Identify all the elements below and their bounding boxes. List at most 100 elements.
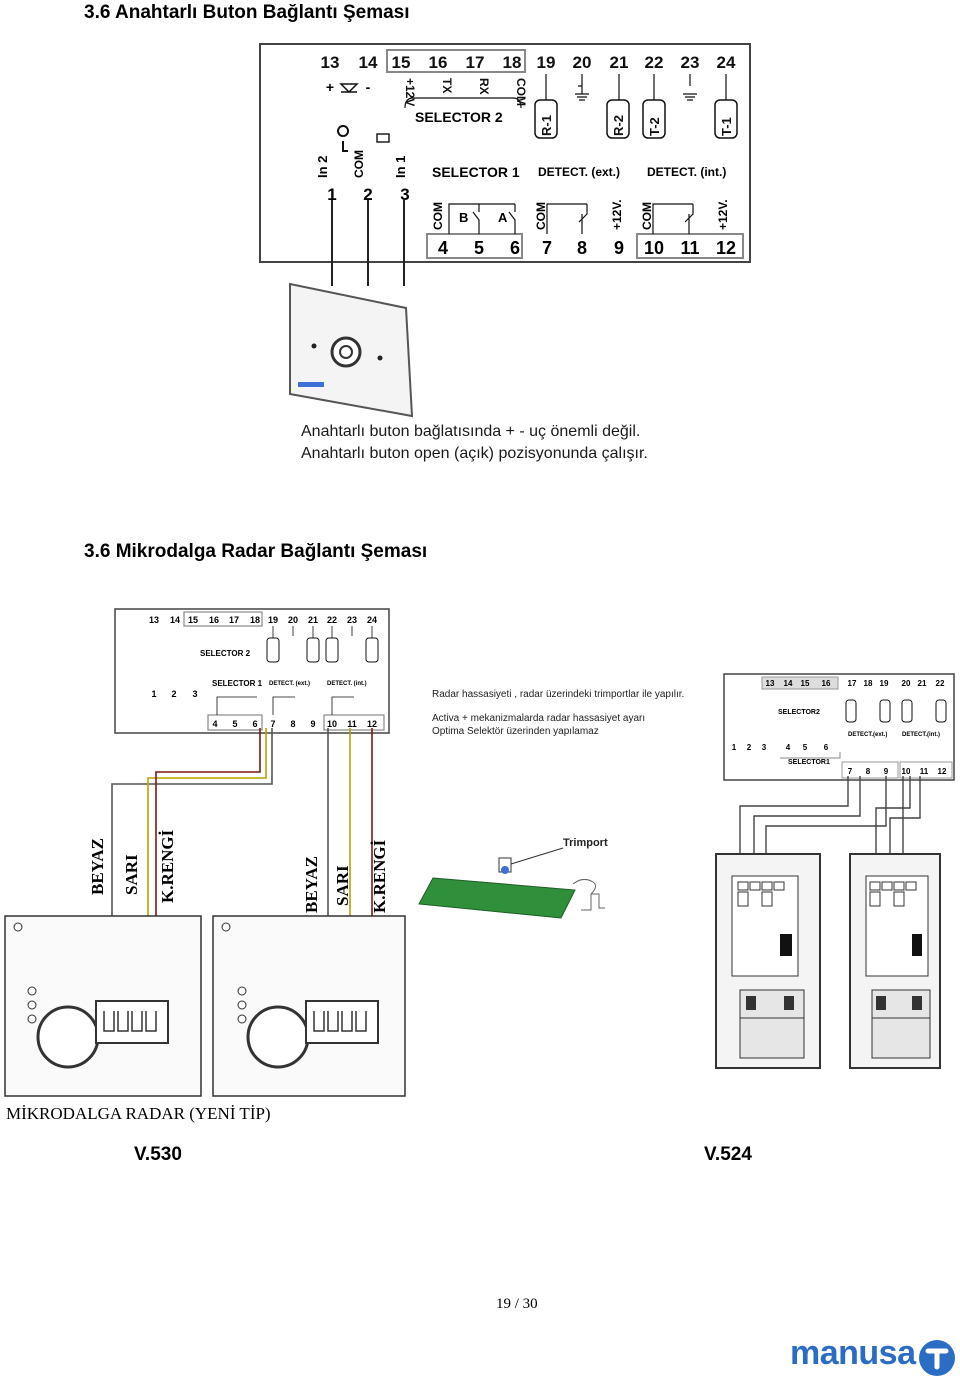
- relay-t1: T-1: [719, 117, 734, 136]
- label-tx: TX: [440, 78, 454, 93]
- radar-module-2: [212, 915, 406, 1097]
- v524-terminal-10: 10: [902, 767, 911, 776]
- v524-radar-wiring: [715, 776, 941, 1069]
- terminal-1: 1: [327, 185, 336, 204]
- small-terminal-22: 22: [327, 615, 337, 625]
- small-terminal-5: 5: [232, 719, 237, 729]
- radar-caption: MİKRODALGA RADAR (YENİ TİP): [6, 1104, 271, 1123]
- v524-detect-ext: DETECT.(ext.): [848, 732, 887, 738]
- small-terminal-18: 18: [250, 615, 260, 625]
- key-button-plate: [289, 282, 414, 418]
- small-terminal-4: 4: [212, 719, 217, 729]
- label-b: B: [459, 210, 468, 225]
- radar-note-line3: Optima Selektör üzerinden yapılamaz: [432, 726, 599, 737]
- minus-sign: -: [366, 79, 371, 95]
- small-terminal-7: 7: [270, 719, 275, 729]
- plus-sign: +: [326, 79, 334, 95]
- radar-sensor-icon: [36, 1005, 100, 1069]
- trimport-label: Trimport: [563, 837, 608, 849]
- terminal-6: 6: [510, 238, 520, 258]
- section-title-radar: 3.6 Mikrodalga Radar Bağlantı Şeması: [84, 541, 428, 562]
- terminal-24: 24: [717, 53, 736, 72]
- small-terminal-12: 12: [367, 719, 377, 729]
- v524-terminal-17: 17: [848, 679, 857, 688]
- v524-chip-icon: [780, 934, 792, 956]
- terminal-11: 11: [680, 238, 699, 258]
- terminal-5: 5: [474, 238, 484, 258]
- radar-module-1: [4, 915, 202, 1097]
- terminal-15: 15: [392, 53, 411, 72]
- brand-logo-text: manusa: [790, 1334, 916, 1372]
- radar-note-line2: Activa + mekanizmalarda radar hassasiyet…: [432, 713, 646, 724]
- small-detect-ext: DETECT. (ext.): [269, 681, 310, 687]
- terminal-board-small: 13 14 15 16 17 18 19 20 21 22 23 24 SELE…: [114, 608, 390, 734]
- v524-terminal-13: 13: [766, 679, 775, 688]
- v524-terminal-15: 15: [801, 679, 810, 688]
- label-in2: In 2: [315, 156, 330, 178]
- small-terminal-1: 1: [151, 689, 156, 699]
- terminal-7: 7: [542, 238, 552, 258]
- label-plus12v: +12V: [403, 78, 417, 106]
- wire-label-white-2: BEYAZ: [302, 855, 321, 913]
- terminal-16: 16: [429, 53, 448, 72]
- wire-label-yellow-2: SARI: [333, 865, 352, 906]
- v524-terminal-18: 18: [864, 679, 873, 688]
- detect-ext-label: DETECT. (ext.): [538, 165, 620, 179]
- v524-terminal-14: 14: [784, 679, 793, 688]
- v524-terminal-12: 12: [938, 767, 947, 776]
- label-com-key: COM: [352, 150, 366, 178]
- small-terminal-17: 17: [229, 615, 239, 625]
- small-terminal-23: 23: [347, 615, 357, 625]
- radar-note-line1: Radar hassasiyeti , radar üzerindeki tri…: [432, 689, 685, 700]
- terminal-17: 17: [466, 53, 485, 72]
- terminal-19: 19: [537, 53, 556, 72]
- small-terminal-3: 3: [192, 689, 197, 699]
- v524-terminal-2: 2: [747, 743, 752, 752]
- v524-terminal-11: 11: [920, 767, 929, 776]
- direction-arrows-icon: [298, 382, 324, 387]
- terminal-8: 8: [577, 238, 587, 258]
- terminal-22: 22: [645, 53, 664, 72]
- terminal-23: 23: [681, 53, 700, 72]
- v524-terminal-1: 1: [732, 743, 737, 752]
- small-terminal-10: 10: [327, 719, 337, 729]
- model-label-left: V.530: [134, 1144, 182, 1165]
- label-com-ext: COM: [534, 202, 548, 230]
- label-rx: RX: [477, 78, 491, 95]
- pushbutton-icon: [376, 133, 390, 143]
- small-terminal-14: 14: [170, 615, 180, 625]
- selector2-label: SELECTOR 2: [415, 109, 503, 125]
- section-title-button: 3.6 Anahtarlı Buton Bağlantı Şeması: [84, 2, 410, 23]
- wire-label-brown-2: K.RENGİ: [370, 839, 389, 913]
- page-number: 19 / 30: [496, 1296, 538, 1312]
- detect-int-label: DETECT. (int.): [647, 165, 726, 179]
- v524-terminal-9: 9: [884, 767, 889, 776]
- v524-detect-int: DETECT.(int.): [902, 732, 940, 738]
- small-terminal-24: 24: [367, 615, 377, 625]
- label-com-s1: COM: [431, 202, 445, 230]
- buzzer-icon: [339, 83, 359, 94]
- small-terminal-8: 8: [290, 719, 295, 729]
- v524-terminal-21: 21: [918, 679, 927, 688]
- small-detect-int: DETECT. (int.): [327, 681, 367, 687]
- v524-terminal-6: 6: [824, 743, 829, 752]
- label-12v-int: +12V.: [716, 199, 730, 230]
- small-terminal-11: 11: [347, 719, 357, 729]
- label-a: A: [498, 210, 508, 225]
- terminal-10: 10: [644, 238, 664, 258]
- terminal-14: 14: [359, 53, 378, 72]
- small-terminal-6: 6: [252, 719, 257, 729]
- button-note-line1: Anahtarlı buton bağlatısında + - uç önem…: [301, 423, 641, 440]
- label-com-top: COM: [514, 78, 528, 106]
- small-terminal-20: 20: [288, 615, 298, 625]
- terminal-9: 9: [614, 238, 624, 258]
- terminal-18: 18: [503, 53, 522, 72]
- trimport-pcb: Trimport: [418, 837, 608, 919]
- v524-terminal-3: 3: [762, 743, 767, 752]
- terminal-2: 2: [363, 185, 372, 204]
- button-note-line2: Anahtarlı buton open (açık) pozisyonunda…: [301, 445, 648, 462]
- relay-r1: R-1: [539, 115, 554, 136]
- small-terminal-21: 21: [308, 615, 318, 625]
- relay-r2: R-2: [611, 115, 626, 136]
- v524-selector1: SELECTOR1: [788, 759, 830, 766]
